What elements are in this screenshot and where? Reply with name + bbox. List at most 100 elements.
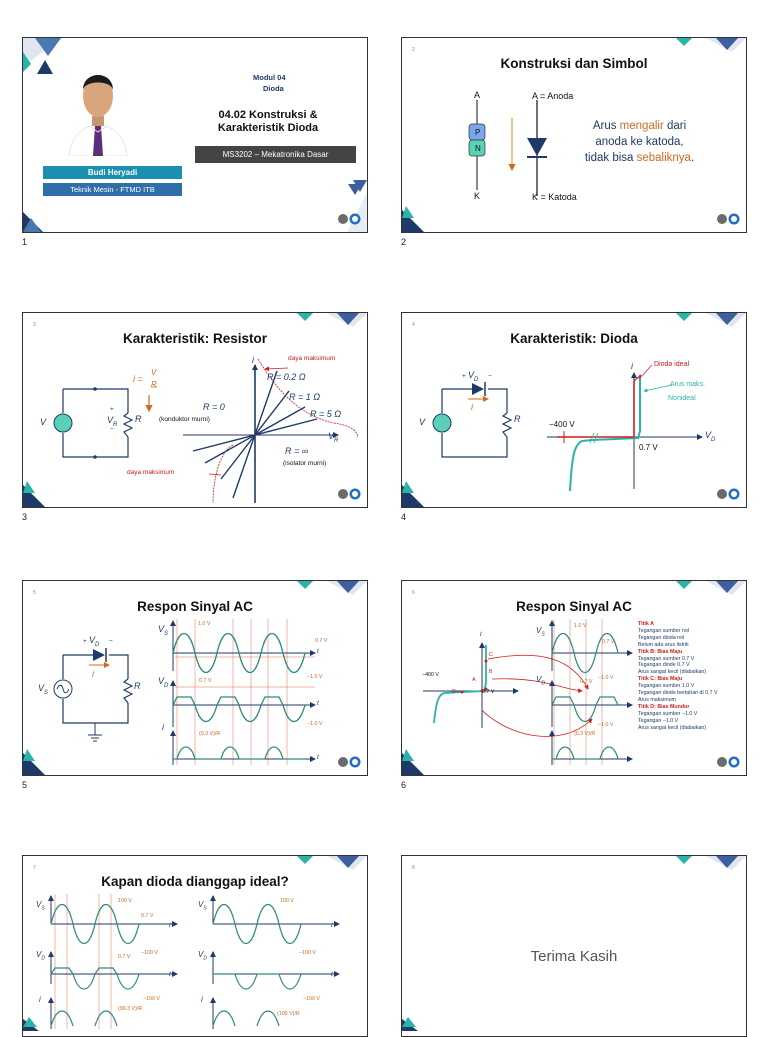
slide-title: Karakteristik: Dioda [510,331,638,346]
desc-part: . [690,152,695,164]
rinf-label: R = ∞ [285,446,309,456]
vd-main: V [89,635,96,645]
minus-sign: − [109,638,113,645]
vd-07-label: 0.7 V [580,679,593,685]
vd-axis-label: VD [36,950,45,962]
slide-title-line2: Karakteristik Dioda [217,122,319,134]
vs-axis-label: VS [198,900,207,912]
ac-response-waveforms [482,619,633,765]
t-label: t [169,971,171,978]
slide-number: 2 [412,47,415,53]
r1-label: R = 1 Ω [289,392,321,402]
note-line: Arus sangat kecil (diabaikan) [638,724,707,731]
plus-sign: + [110,406,114,413]
note-line: Tegangan sumber 0.7 V [638,655,695,662]
vs-07-label: 0.7 V [315,638,328,644]
t-label: t [317,700,319,707]
r5-label: R = 5 Ω [310,409,342,419]
slide-thumbnail-2[interactable]: 2 Konstruksi dan Simbol A K P N A = Anod… [401,37,747,233]
minus-sign: − [110,426,114,433]
note-line: Belum ada arus listrik [638,641,689,648]
ac-response-waveforms [170,619,316,765]
neg400-label: −400 V [549,420,575,429]
slide-thumbnail-4[interactable]: 4 Karakteristik: Dioda + VD − i V R i Di… [401,312,747,508]
note-line: Tegangan sumber nol [638,627,689,634]
i-axis-label: i [162,722,164,732]
resistor-iv-chart [183,358,358,503]
i-peak-label: (0.3 V)/R [199,731,221,737]
i-axis-label: i [631,361,633,371]
slide-thumbnail-7[interactable]: 7 Kapan dioda dianggap ideal? VS VD i 10… [22,855,368,1037]
vd-axis-label: VD [158,676,168,689]
vs-peak-label: 1.0 V [574,623,587,629]
note-line: Titik D: Bias Mundur [638,703,690,710]
slide-thumbnail-3[interactable]: 3 Karakteristik: Resistor V + − VR R i =… [22,312,368,508]
axis-main: V [36,950,42,959]
isolator-label: (isolator murni) [283,460,327,467]
vs-neg-label: −100 V [299,950,316,956]
vd-07-label: 0.7 V [199,678,212,684]
note-line: Tegangan sumber −1.0 V [638,710,698,717]
diode-iv-chart [547,364,703,491]
desc-part: dari [663,120,687,132]
slide-number: 7 [33,865,36,871]
note-line: Tegangan sumber 1.0 V [638,683,695,690]
vd-axis-label: VD [536,675,545,687]
axis-main: V [536,626,542,635]
vd-neg-label: −100 V [143,996,160,1002]
vd-neg-label: −100 V [303,996,320,1002]
vd-neg-label: −1.0 V [598,675,614,681]
current-arrow-icon [145,386,157,413]
vd-main: V [468,370,475,380]
r02-label: R = 0.2 Ω [267,372,306,382]
ideal-label: Dioda ideal [654,361,690,368]
decor-triangles-icon [402,481,424,507]
axis-main: V [198,900,204,909]
arus-maks-label: Arus maks. [670,381,706,388]
university-logos-icon [717,213,740,225]
vd-07-label: 0.7 V [118,954,131,960]
axis-sub: D [41,955,45,962]
point-a-label: A [472,677,476,683]
note-line: Tegangan diode 0.7 V [638,662,690,669]
slide-thumbnail-8[interactable]: 8 Terima Kasih [401,855,747,1037]
axis-main: V [328,431,335,441]
diode-iv-mini-chart [423,642,519,728]
vd-neg-label: −1.0 V [307,721,323,727]
slide-thumbnail-5[interactable]: 5 Respon Sinyal AC + VD − i VS R VS VD [22,580,368,776]
axis-main: V [158,624,165,634]
slide-thumbnail-1[interactable]: 1 Budi Heryadi Teknik Mesin - FTMD ITB M… [22,37,368,233]
axis-sub: D [711,436,716,443]
decor-triangles-icon [23,38,63,74]
decor-triangles-icon [402,1017,418,1031]
i-axis-label: i [39,995,41,1004]
vs-sub: S [44,689,49,696]
vd-axis-label: VD [705,430,715,443]
slide-title: Kapan dioda dianggap ideal? [101,874,289,889]
cathode-definition: K = Katoda [532,192,577,202]
plus-sign: + [462,373,466,380]
axis-main: V [36,900,42,909]
vr-axis-label: VR [328,431,338,444]
point-b-label: B [489,669,493,675]
axis-main: V [198,950,204,959]
vs-label: VS [38,683,48,696]
vs-neg-label: −1.0 V [307,674,323,680]
portrait-image [68,75,128,156]
vd-axis-label: VD [198,950,207,962]
axis-main: V [158,676,165,686]
slide-number: 6 [412,590,415,596]
note-line: Tegangan diode bertahan di 0.7 V [638,690,718,697]
point-d-label: D [452,689,456,695]
waveforms-right [210,895,340,1029]
page-number: 4 [401,512,407,522]
vd-label: VD [468,370,478,383]
current-arrow-icon [508,118,516,172]
ohm-law-eq: i = [133,374,143,384]
slide-thumbnail-6[interactable]: 6 Respon Sinyal AC i −400 V 0.7 V A B C … [401,580,747,776]
vs-07-label: 0.7 V [141,913,154,919]
daya-maks-bottom: daya maksimum [127,469,175,476]
v07-label: 0.7 V [639,443,658,452]
axis-sub: D [164,682,169,689]
closing-text: Terima Kasih [530,948,618,965]
